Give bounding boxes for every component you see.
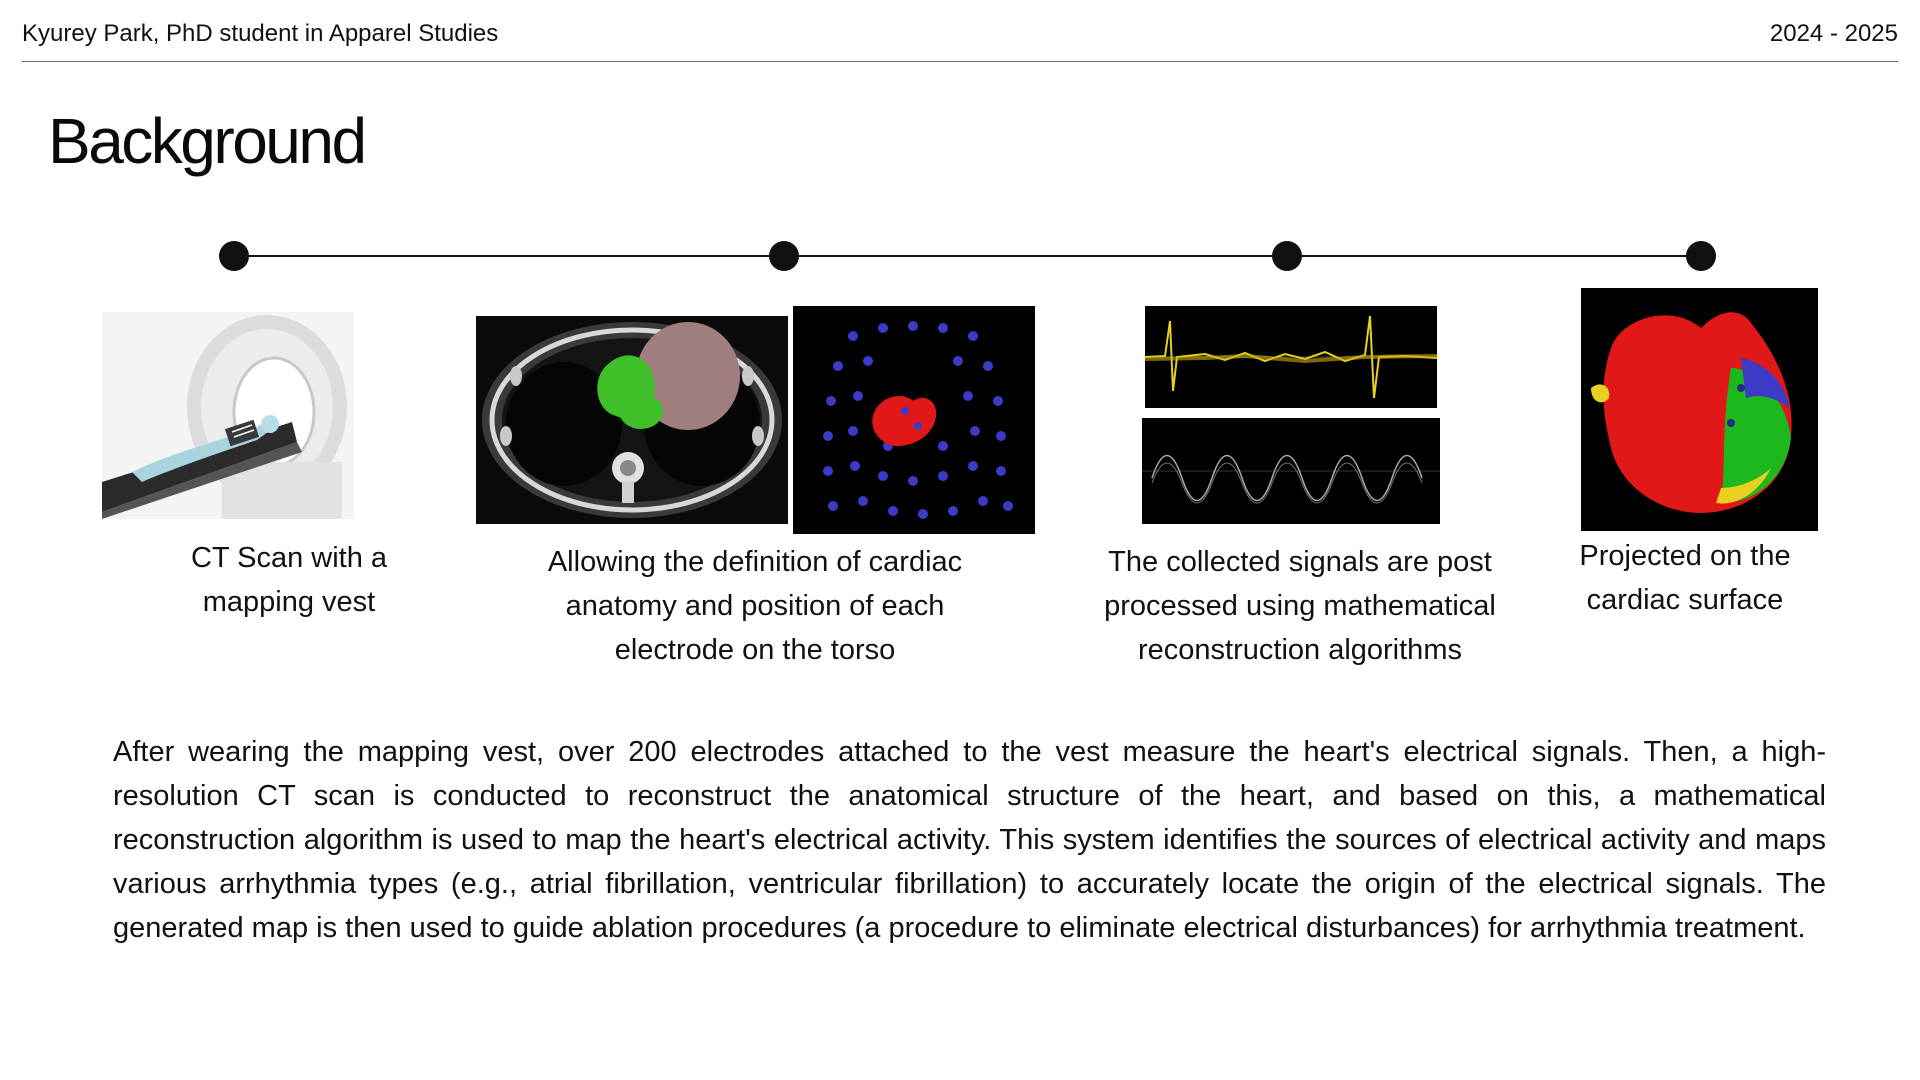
page-title: Background [48,105,367,177]
timeline-dot-3 [1272,241,1302,271]
signal-waveform-image-2 [1142,418,1440,524]
ct-slice-image [476,316,788,524]
page-header: Kyurey Park, PhD student in Apparel Stud… [22,18,1898,62]
timeline-dot-2 [769,241,799,271]
timeline-dot-1 [219,241,249,271]
timeline-line [234,255,1700,257]
step-caption-4: Projected on the cardiac surface [1579,540,1791,616]
signal-waveform-image-1 [1145,306,1437,408]
timeline-dot-4 [1686,241,1716,271]
author-label: Kyurey Park, PhD student in Apparel Stud… [22,20,499,47]
process-timeline [0,236,1920,276]
step-caption-1: CT Scan with a mapping vest [190,542,388,618]
step-caption-3: The collected signals are post processed… [1104,546,1496,666]
year-label: 2024 - 2025 [1769,20,1898,47]
electrode-map-image [793,306,1035,534]
ct-scanner-image [102,312,354,519]
cardiac-surface-map-image [1581,288,1818,531]
background-paragraph: After wearing the mapping vest, over 200… [113,736,1826,944]
step-caption-2: Allowing the definition of cardiac anato… [547,546,963,666]
